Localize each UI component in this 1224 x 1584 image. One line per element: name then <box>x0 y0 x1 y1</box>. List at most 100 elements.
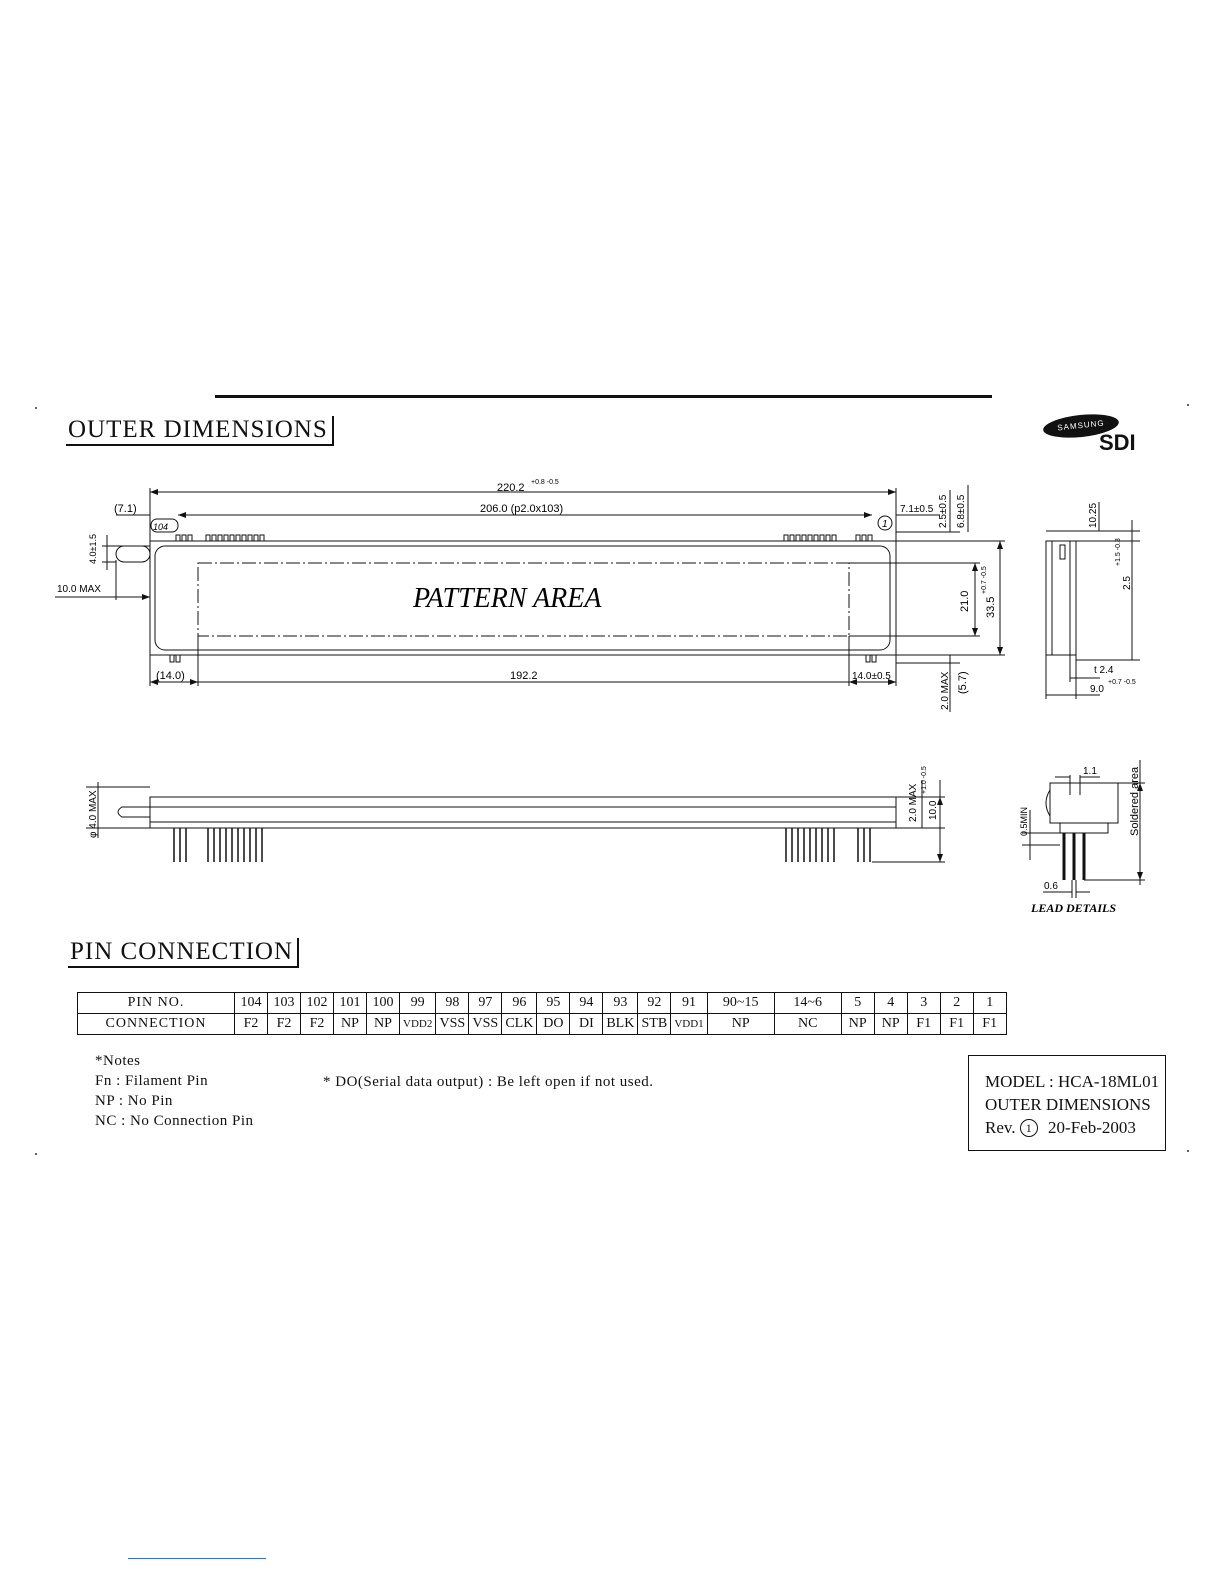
pin-number-cell: 102 <box>300 992 334 1014</box>
connection-cell: F1 <box>972 1013 1007 1035</box>
pin-number-cell: 5 <box>840 992 875 1014</box>
pin-number-cell: 92 <box>637 992 672 1014</box>
dim-body-height-tol: +0.7 -0.5 <box>981 566 988 594</box>
dim-right-offset: 7.1±0.5 <box>900 504 934 515</box>
pin-number-cell: 98 <box>435 992 470 1014</box>
connection-cell: VSS <box>435 1013 470 1035</box>
model-title-block: MODEL : HCA-18ML01 OUTER DIMENSIONS Rev.… <box>968 1055 1166 1151</box>
dim-lead-length: 10.0 <box>928 800 939 820</box>
dim-left-offset: (7.1) <box>114 503 137 515</box>
pin-1-label: 1 <box>882 519 888 530</box>
connection-cell: DO <box>536 1013 571 1035</box>
footer-rule <box>128 1558 266 1559</box>
dim-tube-dia: 4.0±1.5 <box>88 534 98 564</box>
header-rule <box>215 395 992 398</box>
dim-pin-span: 206.0 (p2.0x103) <box>480 503 563 515</box>
connection-cell: CLK <box>501 1013 538 1035</box>
pin-number-cell: 4 <box>873 992 908 1014</box>
soldered-area-label: Soldered area <box>1129 766 1141 836</box>
dim-side-depth: 2.5 <box>1122 576 1133 590</box>
connection-cell: F2 <box>300 1013 334 1035</box>
dim-overall-length-tol: +0.8 -0.5 <box>531 479 559 486</box>
outer-dimensions-title: OUTER DIMENSIONS <box>66 416 334 446</box>
pin-number-cell: 94 <box>569 992 604 1014</box>
connection-cell: VDD1 <box>670 1013 708 1035</box>
dim-side-width: 9.0 <box>1090 684 1104 695</box>
dim-left-margin: (14.0) <box>156 670 185 682</box>
bottom-view-bottom-plate <box>149 806 897 823</box>
revision-label: Rev. <box>985 1118 1016 1137</box>
connection-cell: F1 <box>906 1013 941 1035</box>
note-no-connection: NC : No Connection Pin <box>95 1113 254 1129</box>
dim-pin-offset: 6.8±0.5 <box>956 494 967 528</box>
revision-date: 20-Feb-2003 <box>1048 1118 1136 1137</box>
connection-cell: F1 <box>939 1013 974 1035</box>
lead-detail-pins <box>1062 833 1086 880</box>
pin-number-cell: 2 <box>939 992 974 1014</box>
front-view-body <box>149 540 897 656</box>
connection-cell: NP <box>873 1013 908 1035</box>
notes-title: *Notes <box>95 1053 141 1069</box>
connection-cell: NC <box>773 1013 842 1035</box>
dim-tube-max: φ 4.0 MAX <box>88 790 99 838</box>
connection-cell: F2 <box>234 1013 268 1035</box>
pin-number-cell: 91 <box>670 992 708 1014</box>
pin-number-cell: 100 <box>366 992 400 1014</box>
margin-dot <box>1187 404 1189 406</box>
connection-cell: DI <box>569 1013 604 1035</box>
connection-cell: NP <box>366 1013 400 1035</box>
dim-body-height: 33.5 <box>985 597 997 618</box>
bottom-view-tube <box>117 806 150 818</box>
dim-pattern-width: 192.2 <box>510 670 538 682</box>
model-name: MODEL : HCA-18ML01 <box>985 1072 1160 1091</box>
dim-overall-length: 220.2 <box>497 482 525 494</box>
pin-104-label: 104 <box>153 522 168 532</box>
dim-side-depth-tol: +1.5 -0.3 <box>1115 538 1122 566</box>
bottom-view-pins <box>173 828 871 862</box>
pin-connection-title: PIN CONNECTION <box>68 938 300 968</box>
dim-lead-length-tol: +1.0 -0.5 <box>921 766 928 794</box>
lead-details-label: LEAD DETAILS <box>1030 901 1116 915</box>
dim-bottom-pin: 2.0 MAX <box>940 671 951 710</box>
dim-glass-thickness: t 2.4 <box>1094 665 1114 676</box>
pin-no-header: PIN NO. <box>77 992 235 1014</box>
note-filament: Fn : Filament Pin <box>95 1073 209 1089</box>
connection-cell: NP <box>706 1013 775 1035</box>
pin-number-cell: 95 <box>536 992 571 1014</box>
dim-pattern-height: 21.0 <box>959 591 971 612</box>
dim-bottom-offset: (5.7) <box>957 671 969 694</box>
pin-number-cell: 96 <box>501 992 538 1014</box>
connection-cell: F2 <box>267 1013 301 1035</box>
connection-cell: STB <box>637 1013 672 1035</box>
pin-number-cell: 93 <box>602 992 639 1014</box>
pattern-area-box <box>197 562 850 637</box>
note-data-output: * DO(Serial data output) : Be left open … <box>323 1074 654 1090</box>
dim-pin-height: 2.5±0.5 <box>938 494 949 528</box>
connection-cell: NP <box>333 1013 367 1035</box>
dim-right-margin: 14.0±0.5 <box>852 671 891 682</box>
model-revision: Rev. 1 20-Feb-2003 <box>985 1116 1165 1139</box>
connection-cell: NP <box>840 1013 875 1035</box>
lead-detail-body <box>1049 782 1119 824</box>
side-view-tube <box>1059 544 1066 560</box>
pin-number-cell: 104 <box>234 992 268 1014</box>
dim-lead-min: 0.5MIN <box>1019 807 1029 836</box>
pattern-area-label: PATTERN AREA <box>412 583 602 614</box>
pin-number-cell: 103 <box>267 992 301 1014</box>
pin-number-cell: 97 <box>468 992 503 1014</box>
pin-1-marker <box>877 515 893 531</box>
connection-cell: BLK <box>602 1013 639 1035</box>
dim-lead-pitch: 1.1 <box>1083 766 1097 777</box>
exhaust-tube <box>115 545 151 563</box>
connection-cell: VSS <box>468 1013 503 1035</box>
bottom-view-frame <box>149 821 897 829</box>
note-no-pin: NP : No Pin <box>95 1093 173 1109</box>
pin-number-cell: 14~6 <box>773 992 842 1014</box>
margin-dot <box>35 407 37 409</box>
dim-side-width-tol: +0.7 -0.5 <box>1108 679 1136 686</box>
top-pins-right <box>783 534 873 542</box>
connection-header: CONNECTION <box>77 1013 235 1035</box>
